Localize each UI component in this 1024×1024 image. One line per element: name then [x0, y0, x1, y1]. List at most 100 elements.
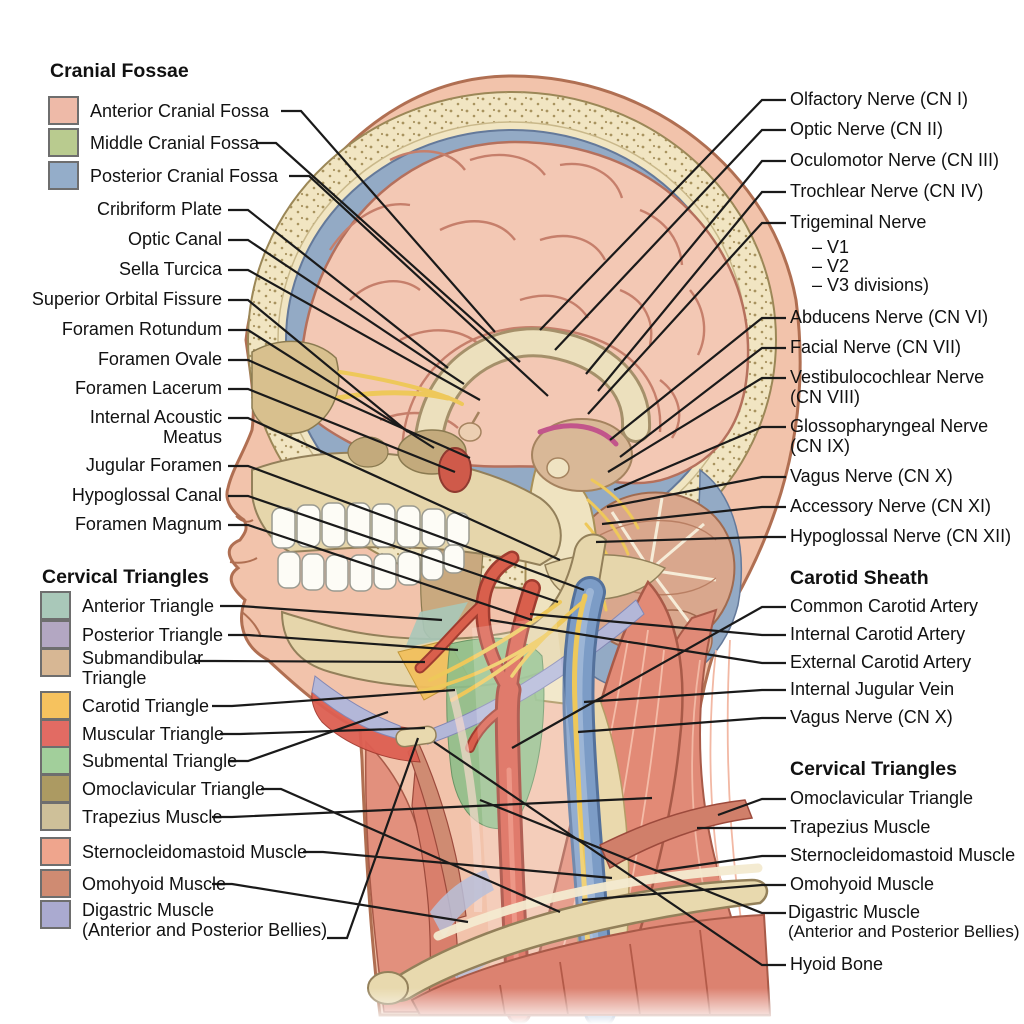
label-cribriform-plate: Cribriform Plate: [96, 199, 222, 219]
label-line: (Anterior and Posterior Bellies): [788, 922, 1020, 941]
label-foramen-rotundum: Foramen Rotundum: [61, 319, 222, 339]
omohyoid-muscle-swatch: [40, 869, 71, 898]
digastric-muscle-swatch: [40, 900, 71, 929]
legend-anterior-triangle: Anterior Triangle: [40, 591, 214, 620]
legend-posterior-triangle: Posterior Triangle: [40, 620, 223, 649]
label-omohyoid-muscle-right: Omohyoid Muscle: [790, 874, 935, 894]
label-hyoid-bone: Hyoid Bone: [790, 954, 884, 974]
sternocleidomastoid-muscle-swatch: [40, 837, 71, 866]
label-internal-jugular-vein: Internal Jugular Vein: [790, 679, 955, 699]
anterior-triangle-region: [405, 602, 468, 648]
legend-sternocleidomastoid-muscle: Sternocleidomastoid Muscle: [40, 837, 307, 866]
omoclavicular-triangle-swatch: [40, 774, 71, 803]
posterior-cranial-fossa-swatch: [48, 161, 79, 190]
label-superior-orbital-fissure: Superior Orbital Fissure: [31, 289, 222, 309]
label-internal-acoustic-meatus: Internal Acoustic Meatus: [90, 407, 222, 447]
cervical-triangles-right-title: Cervical Triangles: [790, 758, 957, 780]
label-foramen-magnum: Foramen Magnum: [74, 514, 222, 534]
label-abducens-nerve: Abducens Nerve (CN VI): [790, 307, 989, 327]
legend-trapezius-muscle: Trapezius Muscle: [40, 802, 222, 831]
leader-lines: [195, 98, 786, 967]
legend-omoclavicular-triangle: Omoclavicular Triangle: [40, 774, 265, 803]
corpus-callosum: [413, 327, 652, 461]
label-jugular-foramen: Jugular Foramen: [85, 455, 222, 475]
legend-label: Submental Triangle: [82, 750, 238, 771]
legend-label: Omoclavicular Triangle: [82, 778, 266, 799]
label-common-carotid-artery: Common Carotid Artery: [790, 596, 979, 616]
label-line: Submandibular: [82, 648, 204, 668]
legend-label: Muscular Triangle: [82, 723, 225, 744]
label-hypoglossal-nerve: Hypoglossal Nerve (CN XII): [790, 526, 1012, 546]
posterior-triangle-swatch: [40, 620, 71, 649]
legend-carotid-triangle: Carotid Triangle: [40, 691, 209, 720]
gyri-lines: [329, 150, 706, 457]
legend-label: Anterior Triangle: [82, 595, 215, 616]
middle-cranial-fossa-swatch: [48, 128, 79, 157]
cranial-fossae-title: Cranial Fossae: [50, 60, 189, 82]
label-facial-nerve: Facial Nerve (CN VII): [790, 337, 962, 357]
legend-label: Posterior Triangle: [82, 624, 224, 645]
label-trigeminal-nerve: Trigeminal Nerve: [790, 212, 927, 232]
label-trigeminal-v3: – V3 divisions): [812, 275, 930, 295]
cervical-triangles-left-title: Cervical Triangles: [42, 566, 209, 588]
label-line: Glossopharyngeal Nerve: [790, 416, 989, 436]
label-omoclavicular-triangle-right: Omoclavicular Triangle: [790, 788, 974, 808]
hypoglossal-nerve-line: [416, 626, 558, 694]
muscular-triangle-swatch: [40, 719, 71, 748]
legend-submental-triangle: Submental Triangle: [40, 746, 237, 775]
label-line: Internal Acoustic: [89, 407, 222, 427]
trapezius-muscle-swatch: [40, 802, 71, 831]
omohyoid-inferior-belly: [599, 799, 754, 870]
label-vagus-nerve-sheath: Vagus Nerve (CN X): [790, 707, 953, 727]
label-vestibulocochlear-nerve: Vestibulocochlear Nerve (CN VIII): [790, 367, 984, 407]
legend-digastric-muscle: Digastric Muscle (Anterior and Posterior…: [40, 900, 327, 940]
label-line: Vestibulocochlear Nerve: [790, 367, 985, 387]
label-trigeminal-v1: – V1: [812, 237, 850, 257]
carotid-triangle-swatch: [40, 691, 71, 720]
submental-triangle-swatch: [40, 746, 71, 775]
label-line: (CN VIII): [790, 387, 860, 407]
lower-teeth: [277, 544, 465, 592]
legend-label: Submandibular Triangle: [82, 648, 203, 688]
label-line: (CN IX): [790, 436, 850, 456]
label-trigeminal-v2: – V2: [812, 256, 850, 276]
ethmoid-cell: [347, 436, 389, 468]
label-vagus-nerve: Vagus Nerve (CN X): [790, 466, 953, 486]
label-oculomotor-nerve: Oculomotor Nerve (CN III): [790, 150, 1000, 170]
olfactory-nerve-strip: [335, 390, 451, 401]
anterior-triangle-swatch: [40, 591, 71, 620]
label-line: Meatus: [162, 427, 222, 447]
label-line: Digastric Muscle: [788, 902, 921, 922]
legend-omohyoid-muscle: Omohyoid Muscle: [40, 869, 226, 898]
legend-posterior-cranial-fossa: Posterior Cranial Fossa: [48, 161, 278, 190]
label-sella-turcica: Sella Turcica: [118, 259, 222, 279]
label-hypoglossal-canal: Hypoglossal Canal: [71, 485, 222, 505]
label-internal-carotid-artery: Internal Carotid Artery: [790, 624, 966, 644]
legend-label: Omohyoid Muscle: [82, 873, 227, 894]
bottom-fade: [300, 988, 800, 1024]
legend-label: Carotid Triangle: [82, 695, 210, 716]
pituitary: [458, 411, 482, 442]
label-sternocleidomastoid-muscle-right: Sternocleidomastoid Muscle: [790, 845, 1016, 865]
hypothalamus-mark: [546, 457, 570, 479]
legend-label: Sternocleidomastoid Muscle: [82, 841, 308, 862]
label-optic-canal: Optic Canal: [127, 229, 222, 249]
label-digastric-muscle-right: Digastric Muscle (Anterior and Posterior…: [788, 902, 1019, 942]
legend-label: Middle Cranial Fossa: [90, 132, 260, 153]
label-foramen-lacerum: Foramen Lacerum: [74, 378, 222, 398]
legend-anterior-cranial-fossa: Anterior Cranial Fossa: [48, 96, 269, 125]
optic-nerve-strip: [338, 370, 464, 406]
legend-submandibular-triangle: Submandibular Triangle: [40, 648, 203, 688]
label-accessory-nerve: Accessory Nerve (CN XI): [790, 496, 992, 516]
submandibular-triangle-swatch: [40, 648, 71, 677]
label-line: Triangle: [82, 668, 147, 688]
legend-label: Anterior Cranial Fossa: [90, 100, 270, 121]
fascia-band: [433, 863, 763, 941]
label-glossopharyngeal-nerve: Glossopharyngeal Nerve (CN IX): [790, 416, 988, 456]
legend-middle-cranial-fossa: Middle Cranial Fossa: [48, 128, 259, 157]
legend-label: Digastric Muscle (Anterior and Posterior…: [82, 900, 327, 940]
label-external-carotid-artery: External Carotid Artery: [790, 652, 972, 672]
label-olfactory-nerve: Olfactory Nerve (CN I): [790, 89, 969, 109]
